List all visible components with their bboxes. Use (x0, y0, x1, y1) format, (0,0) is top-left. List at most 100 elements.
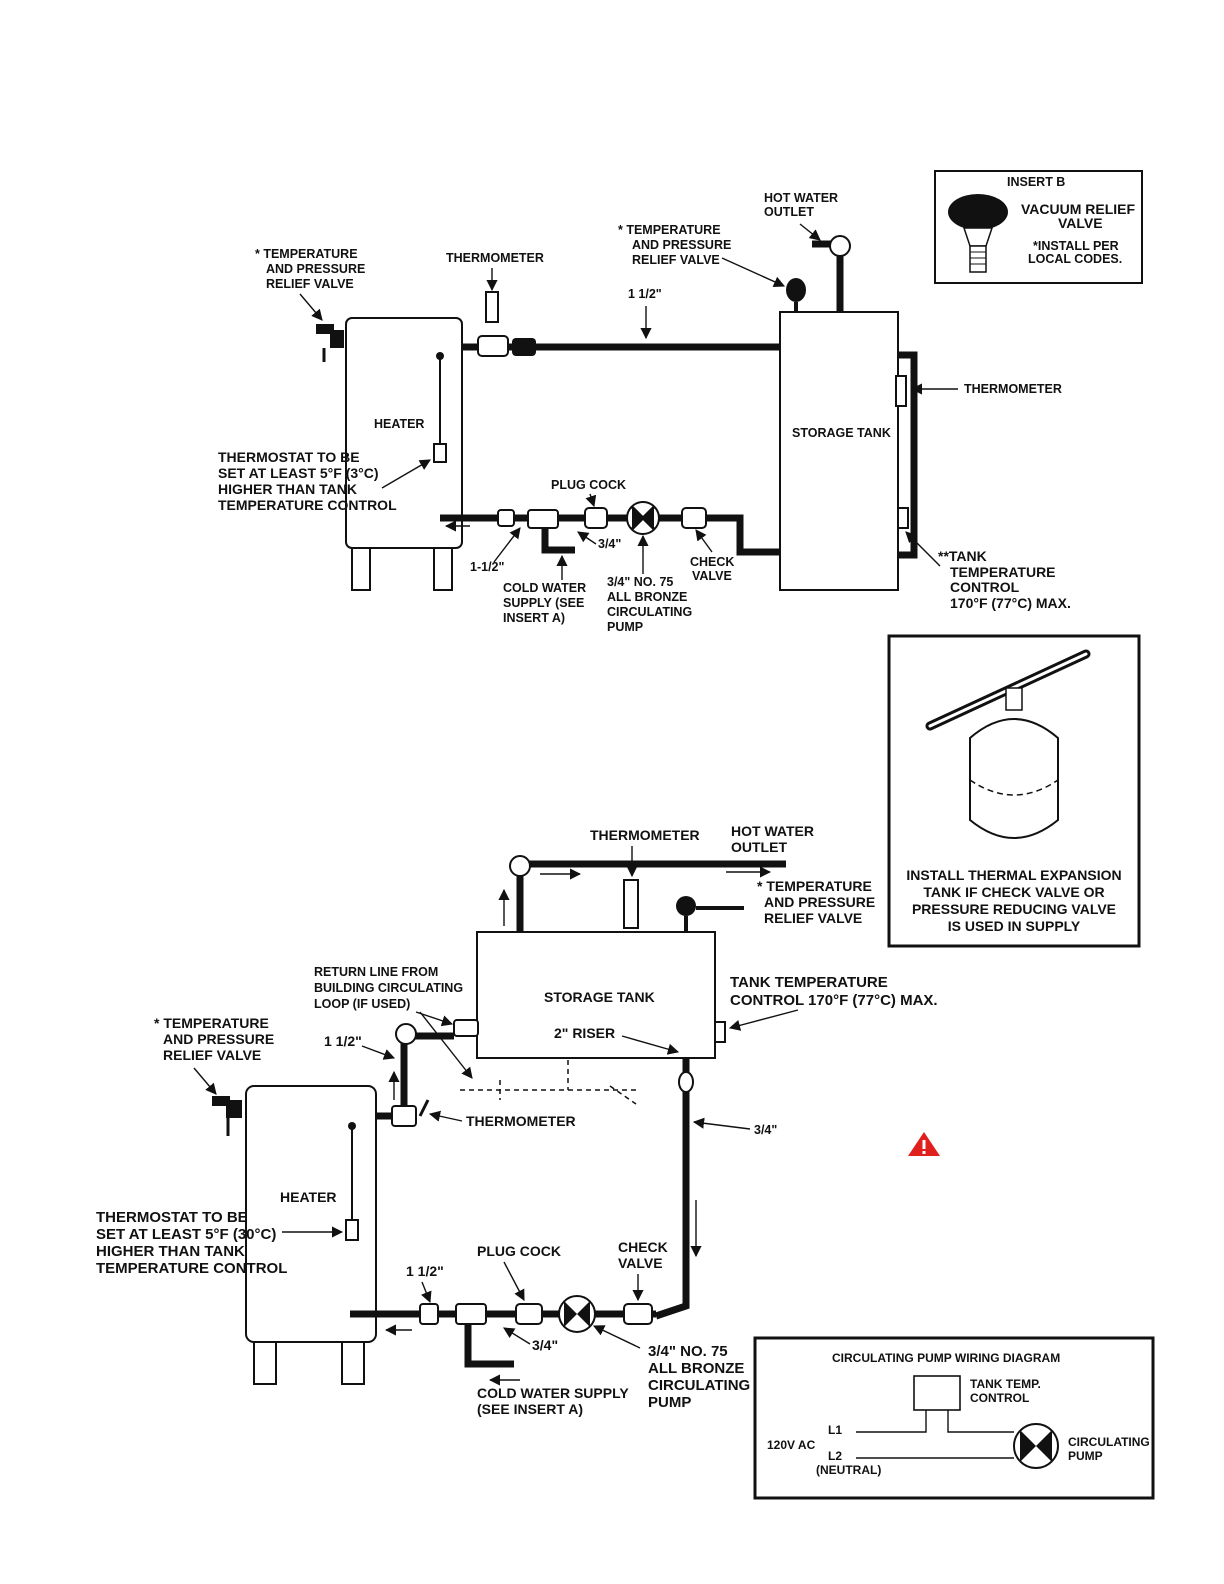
bottom-thermostat-note-2: SET AT LEAST 5°F (30°C) (96, 1226, 276, 1243)
bottom-riser-label: 2" RISER (554, 1025, 615, 1041)
top-tank-control-label-2: TEMPERATURE (950, 564, 1056, 580)
wiring-supply: 120V AC (767, 1438, 816, 1452)
insert-b-box: INSERT B VACUUM RELIEF VALVE *INSTALL PE… (934, 170, 1143, 284)
bottom-hot-water-label-1: HOT WATER (731, 823, 814, 839)
bottom-tp-left-label-1: * TEMPERATURE (154, 1015, 269, 1031)
top-plug-cock (584, 507, 608, 529)
insert-b-title: INSERT B (1007, 175, 1065, 189)
wiring-pump-icon (1013, 1423, 1059, 1469)
top-tp-tank-label-1: * TEMPERATURE (618, 223, 721, 237)
wiring-pump-label-1: CIRCULATING (1068, 1435, 1150, 1449)
insert-b-install-1: *INSTALL PER (1033, 239, 1119, 253)
top-hot-water-label-2: OUTLET (764, 205, 814, 219)
wiring-title: CIRCULATING PUMP WIRING DIAGRAM (832, 1351, 1060, 1365)
bottom-tp-valve-left (212, 1096, 242, 1136)
bottom-tank-control-label-2: CONTROL 170°F (77°C) MAX. (730, 992, 938, 1009)
bottom-plug-cock (515, 1303, 543, 1325)
bottom-return-label-1: RETURN LINE FROM (314, 965, 438, 979)
top-cold-water-label-3: INSERT A) (503, 611, 565, 625)
top-cold-water-label-1: COLD WATER (503, 581, 586, 595)
wiring-control-label-1: TANK TEMP. (970, 1377, 1041, 1391)
bottom-diagram: THERMOMETER HOT WATER OUTLET * TEMPERATU… (96, 823, 940, 1417)
top-thermostat-note-3: HIGHER THAN TANK (218, 481, 357, 497)
wiring-neutral: (NEUTRAL) (816, 1463, 881, 1477)
bottom-heater-label: HEATER (280, 1189, 337, 1205)
bottom-tp-tank-label-3: RELIEF VALVE (764, 910, 862, 926)
top-tp-valve-tank (786, 278, 806, 312)
wiring-l2: L2 (828, 1449, 842, 1463)
bottom-return-label-2: BUILDING CIRCULATING (314, 981, 463, 995)
top-check-valve-label-2: VALVE (692, 569, 732, 583)
bottom-thermometer-heater-label: THERMOMETER (466, 1113, 576, 1129)
top-tp-left-label-1: * TEMPERATURE (255, 247, 358, 261)
expansion-note-3: PRESSURE REDUCING VALVE (912, 901, 1116, 917)
expansion-note-4: IS USED IN SUPPLY (948, 918, 1081, 934)
top-pump-label-4: PUMP (607, 620, 643, 634)
top-tp-tank-label-3: RELIEF VALVE (632, 253, 720, 267)
top-pipe-size-label: 1 1/2" (628, 287, 662, 301)
top-pump-label-3: CIRCULATING (607, 605, 692, 619)
expansion-note-2: TANK IF CHECK VALVE OR (923, 884, 1104, 900)
bottom-pump-label-2: ALL BRONZE (648, 1360, 744, 1377)
top-tank-control-label-3: CONTROL (950, 579, 1020, 595)
top-thermometer-label: THERMOMETER (446, 251, 544, 265)
wiring-l1: L1 (828, 1423, 842, 1437)
bottom-3-4-label: 3/4" (532, 1337, 558, 1353)
bottom-tank-control-label-1: TANK TEMPERATURE (730, 974, 888, 991)
top-3-4-label: 3/4" (598, 537, 621, 551)
bottom-cold-water-label-1: COLD WATER SUPPLY (477, 1385, 629, 1401)
bottom-pump-label-3: CIRCULATING (648, 1377, 750, 1394)
bottom-check-valve (623, 1303, 653, 1325)
bottom-pump-label-1: 3/4" NO. 75 (648, 1343, 728, 1360)
bottom-thermometer-top (623, 879, 639, 929)
bottom-storage-tank (476, 931, 716, 1059)
wiring-pump-label-2: PUMP (1068, 1449, 1103, 1463)
insert-b-vacuum-2: VALVE (1058, 215, 1103, 231)
top-thermometer (477, 291, 536, 357)
bottom-thermostat-note-3: HIGHER THAN TANK (96, 1243, 245, 1260)
top-thermometer-tank-label: THERMOMETER (964, 382, 1062, 396)
expansion-note-1: INSTALL THERMAL EXPANSION (906, 867, 1121, 883)
top-plug-cock-label: PLUG COCK (551, 478, 626, 492)
top-tp-left-label-2: AND PRESSURE (266, 262, 365, 276)
top-storage-tank-label: STORAGE TANK (792, 426, 891, 440)
warning-icon (908, 1132, 940, 1156)
top-tp-left-label-3: RELIEF VALVE (266, 277, 354, 291)
bottom-return-label-3: LOOP (IF USED) (314, 997, 410, 1011)
top-thermostat-note-4: TEMPERATURE CONTROL (218, 497, 397, 513)
wiring-control-label-2: CONTROL (970, 1391, 1029, 1405)
bottom-3-4-right-label: 3/4" (754, 1123, 777, 1137)
bottom-tp-tank-label-2: AND PRESSURE (764, 894, 875, 910)
bottom-check-valve-label-1: CHECK (618, 1239, 668, 1255)
bottom-tp-left-label-3: RELIEF VALVE (163, 1047, 261, 1063)
bottom-thermostat-note-1: THERMOSTAT TO BE (96, 1209, 248, 1226)
top-check-valve-label-1: CHECK (690, 555, 734, 569)
bottom-pipe-size-top-label: 1 1/2" (324, 1033, 362, 1049)
top-pump-label-1: 3/4" NO. 75 (607, 575, 673, 589)
bottom-pipe-size-bottom-label: 1 1/2" (406, 1263, 444, 1279)
bottom-pump (558, 1295, 596, 1333)
top-tank-control-label-1: **TANK (938, 548, 987, 564)
bottom-thermostat-note-4: TEMPERATURE CONTROL (96, 1260, 287, 1277)
top-tank-control-label-4: 170°F (77°C) MAX. (950, 595, 1071, 611)
insert-b-vacuum-1: VACUUM RELIEF (1021, 201, 1136, 217)
top-thermostat-note-1: THERMOSTAT TO BE (218, 449, 360, 465)
top-heater-label: HEATER (374, 417, 424, 431)
insert-b-install-2: LOCAL CODES. (1028, 252, 1122, 266)
top-thermostat-note-2: SET AT LEAST 5°F (3°C) (218, 465, 379, 481)
wiring-diagram-box: CIRCULATING PUMP WIRING DIAGRAM TANK TEM… (753, 1336, 1155, 1500)
wiring-control-box (913, 1375, 961, 1411)
bottom-pump-label-4: PUMP (648, 1394, 691, 1411)
bottom-thermometer-label: THERMOMETER (590, 827, 700, 843)
top-tp-valve-left (316, 324, 344, 362)
bottom-tp-tank-label-1: * TEMPERATURE (757, 878, 872, 894)
top-tp-tank-label-2: AND PRESSURE (632, 238, 731, 252)
top-1-1-2-label: 1-1/2" (470, 560, 504, 574)
bottom-tp-valve-tank (676, 896, 744, 932)
bottom-heater (245, 1085, 377, 1385)
top-diagram: * TEMPERATURE AND PRESSURE RELIEF VALVE … (218, 191, 1071, 634)
top-cold-water-label-2: SUPPLY (SEE (503, 596, 584, 610)
top-pump-label-2: ALL BRONZE (607, 590, 687, 604)
expansion-tank-box: INSTALL THERMAL EXPANSION TANK IF CHECK … (887, 634, 1141, 948)
